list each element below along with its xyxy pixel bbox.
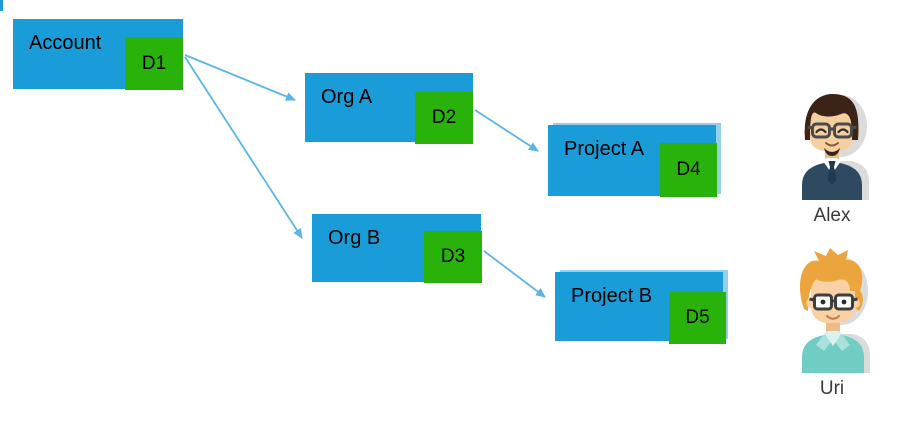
deployment-badge-d3[interactable]: D3 bbox=[424, 231, 482, 283]
node-project-a-label: Project A bbox=[564, 138, 645, 160]
deployment-badge-d5[interactable]: D5 bbox=[669, 292, 726, 344]
user-alex: Alex bbox=[772, 88, 892, 227]
arrow-account-to-orgb bbox=[184, 56, 303, 239]
user-uri-name: Uri bbox=[819, 378, 845, 399]
arrow-orgb-to-projectb bbox=[483, 250, 546, 298]
corner-artifact bbox=[0, 0, 3, 11]
deployment-badge-d5-label: D5 bbox=[685, 307, 710, 328]
avatar-uri-icon bbox=[799, 248, 870, 373]
node-project-b-label: Project B bbox=[571, 285, 653, 307]
arrow-account-to-orga bbox=[184, 54, 296, 101]
node-account-label: Account bbox=[29, 32, 102, 54]
node-org-a-label: Org A bbox=[321, 86, 373, 108]
deployment-badge-d1-label: D1 bbox=[141, 52, 167, 74]
deployment-badge-d4-label: D4 bbox=[676, 159, 701, 180]
arrow-orga-to-projecta bbox=[474, 109, 539, 152]
node-org-b-label: Org B bbox=[328, 227, 381, 249]
deployment-badge-d3-label: D3 bbox=[440, 246, 466, 267]
user-alex-name: Alex bbox=[813, 205, 851, 226]
avatar-alex-icon bbox=[801, 94, 869, 200]
deployment-badge-d4[interactable]: D4 bbox=[660, 143, 717, 197]
deployment-badge-d2[interactable]: D2 bbox=[415, 92, 473, 144]
user-uri: Uri bbox=[772, 247, 892, 400]
deployment-badge-d1[interactable]: D1 bbox=[125, 37, 183, 90]
deployment-badge-d2-label: D2 bbox=[431, 107, 457, 128]
